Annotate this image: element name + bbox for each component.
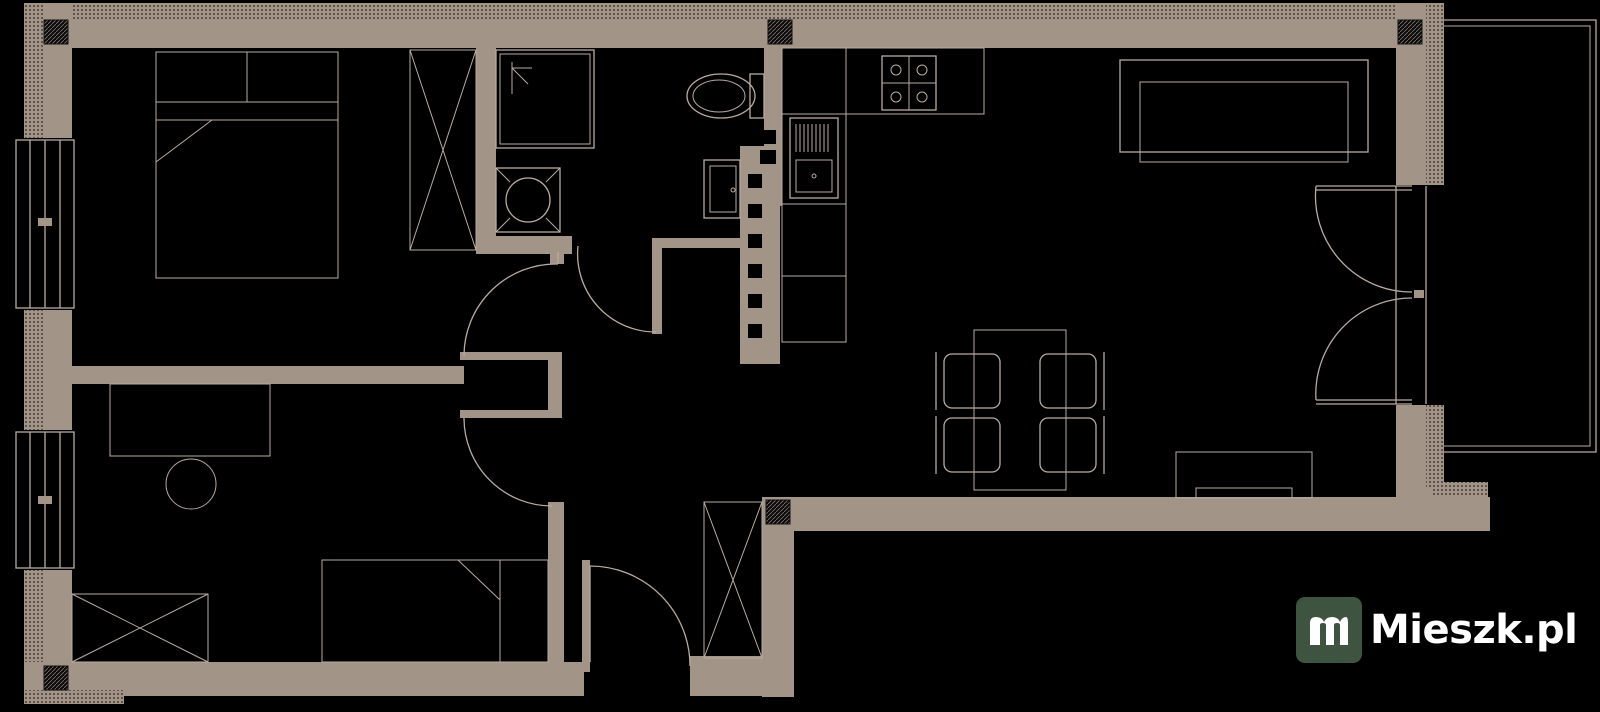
shower	[495, 49, 595, 149]
desk	[109, 383, 271, 457]
interior-walls	[70, 46, 782, 674]
balcony	[1444, 19, 1597, 453]
balcony-doors	[1314, 185, 1427, 405]
bedroom-2-door	[463, 417, 553, 507]
bedroom-1-door	[463, 252, 559, 357]
dining-table	[973, 329, 1067, 491]
kitchen-counter	[781, 47, 985, 343]
bed-double	[155, 51, 339, 279]
wardrobe-bedroom-1	[409, 49, 477, 251]
duct-shaft	[748, 130, 776, 338]
structural-columns	[43, 19, 1423, 691]
bathroom-door	[576, 238, 740, 334]
brand-name: Mieszk.pl	[1370, 607, 1578, 653]
cooktop	[881, 55, 937, 111]
window-left-upper	[15, 139, 75, 309]
toilet	[686, 73, 765, 119]
sofa	[1119, 59, 1369, 163]
wardrobe-bedroom-2	[71, 593, 209, 663]
desk-chair	[165, 458, 217, 510]
entrance-wardrobe	[703, 501, 763, 659]
washbasin	[703, 159, 741, 219]
bed-single	[321, 559, 549, 663]
dining-chairs	[935, 352, 1105, 474]
washing-machine	[495, 167, 561, 233]
window-left-lower	[15, 431, 75, 569]
tv-cabinet	[1175, 451, 1313, 499]
brand-watermark: Mieszk.pl	[1296, 596, 1578, 664]
logo-m-icon	[1310, 617, 1348, 645]
kitchen-sink	[789, 117, 839, 199]
brand-logo	[1296, 597, 1362, 663]
entrance-door	[589, 565, 691, 667]
